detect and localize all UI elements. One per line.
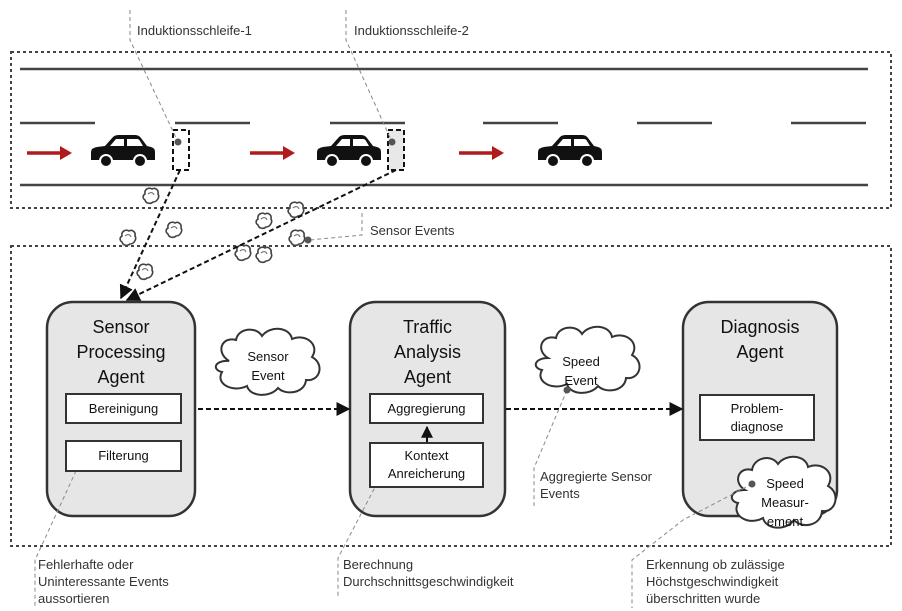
traffic-analysis-agent-title: Traffic Analysis Agent <box>393 317 462 387</box>
road-frame <box>10 51 892 209</box>
loop-1-dot <box>174 138 182 146</box>
sensor-event-blobs <box>119 187 306 281</box>
average-speed-leader <box>337 469 385 598</box>
filter-note-leader <box>34 457 83 608</box>
system-frame <box>10 245 892 547</box>
sensor-event-cloud <box>214 327 321 396</box>
sensor-events-dot <box>304 236 312 244</box>
speed-measurement-cloud <box>730 455 837 529</box>
loop-2-to-sensor-arrow <box>125 169 397 301</box>
direction-arrow-icon <box>250 146 295 160</box>
aggregated-events-dot <box>563 386 571 394</box>
car-icon <box>317 135 381 168</box>
sensor-events-label: Sensor Events <box>370 223 455 238</box>
speed-limit-leader <box>631 483 753 608</box>
loop-1-leader <box>129 10 179 143</box>
speed-event-cloud-text: Speed Event <box>562 354 600 388</box>
average-speed-note: Berechnung Durchschnittsgeschwindigkeit <box>343 557 514 589</box>
car-icon <box>538 135 602 168</box>
loop-1-label: Induktionsschleife-1 <box>137 23 252 38</box>
kontext-anreicherung-step: Kontext Anreicherung <box>369 442 484 488</box>
diagnosis-agent-title: Diagnosis Agent <box>720 317 800 362</box>
problemdiagnose-step: Problem- diagnose <box>699 394 815 441</box>
sensor-event-cloud-text: Sensor Event <box>247 349 289 383</box>
sensor-processing-agent-title: Sensor Processing Agent <box>76 317 166 387</box>
speed-event-cloud <box>534 325 641 394</box>
filter-note: Fehlerhafte oder Uninteressante Events a… <box>38 557 169 606</box>
direction-arrow-icon <box>27 146 72 160</box>
sensor-events-leader <box>309 213 363 241</box>
induction-loop-2 <box>387 129 405 171</box>
filterung-step: Filterung <box>65 440 182 472</box>
speed-limit-note: Erkennung ob zulässige Höchstgeschwindig… <box>646 557 785 606</box>
speed-measurement-cloud-text: Speed Measur- ement <box>761 476 809 529</box>
bereinigung-step: Bereinigung <box>65 393 182 424</box>
aggregierung-step: Aggregierung <box>369 393 484 424</box>
loop-2-leader <box>345 10 393 143</box>
direction-arrow-icon <box>459 146 504 160</box>
aggregated-events-leader <box>533 389 568 506</box>
car-icon <box>91 135 155 168</box>
loop-2-dot <box>388 138 396 146</box>
loop-2-label: Induktionsschleife-2 <box>354 23 469 38</box>
aggregated-events-note: Aggregierte Sensor Events <box>540 469 653 501</box>
speed-limit-dot <box>748 480 756 488</box>
